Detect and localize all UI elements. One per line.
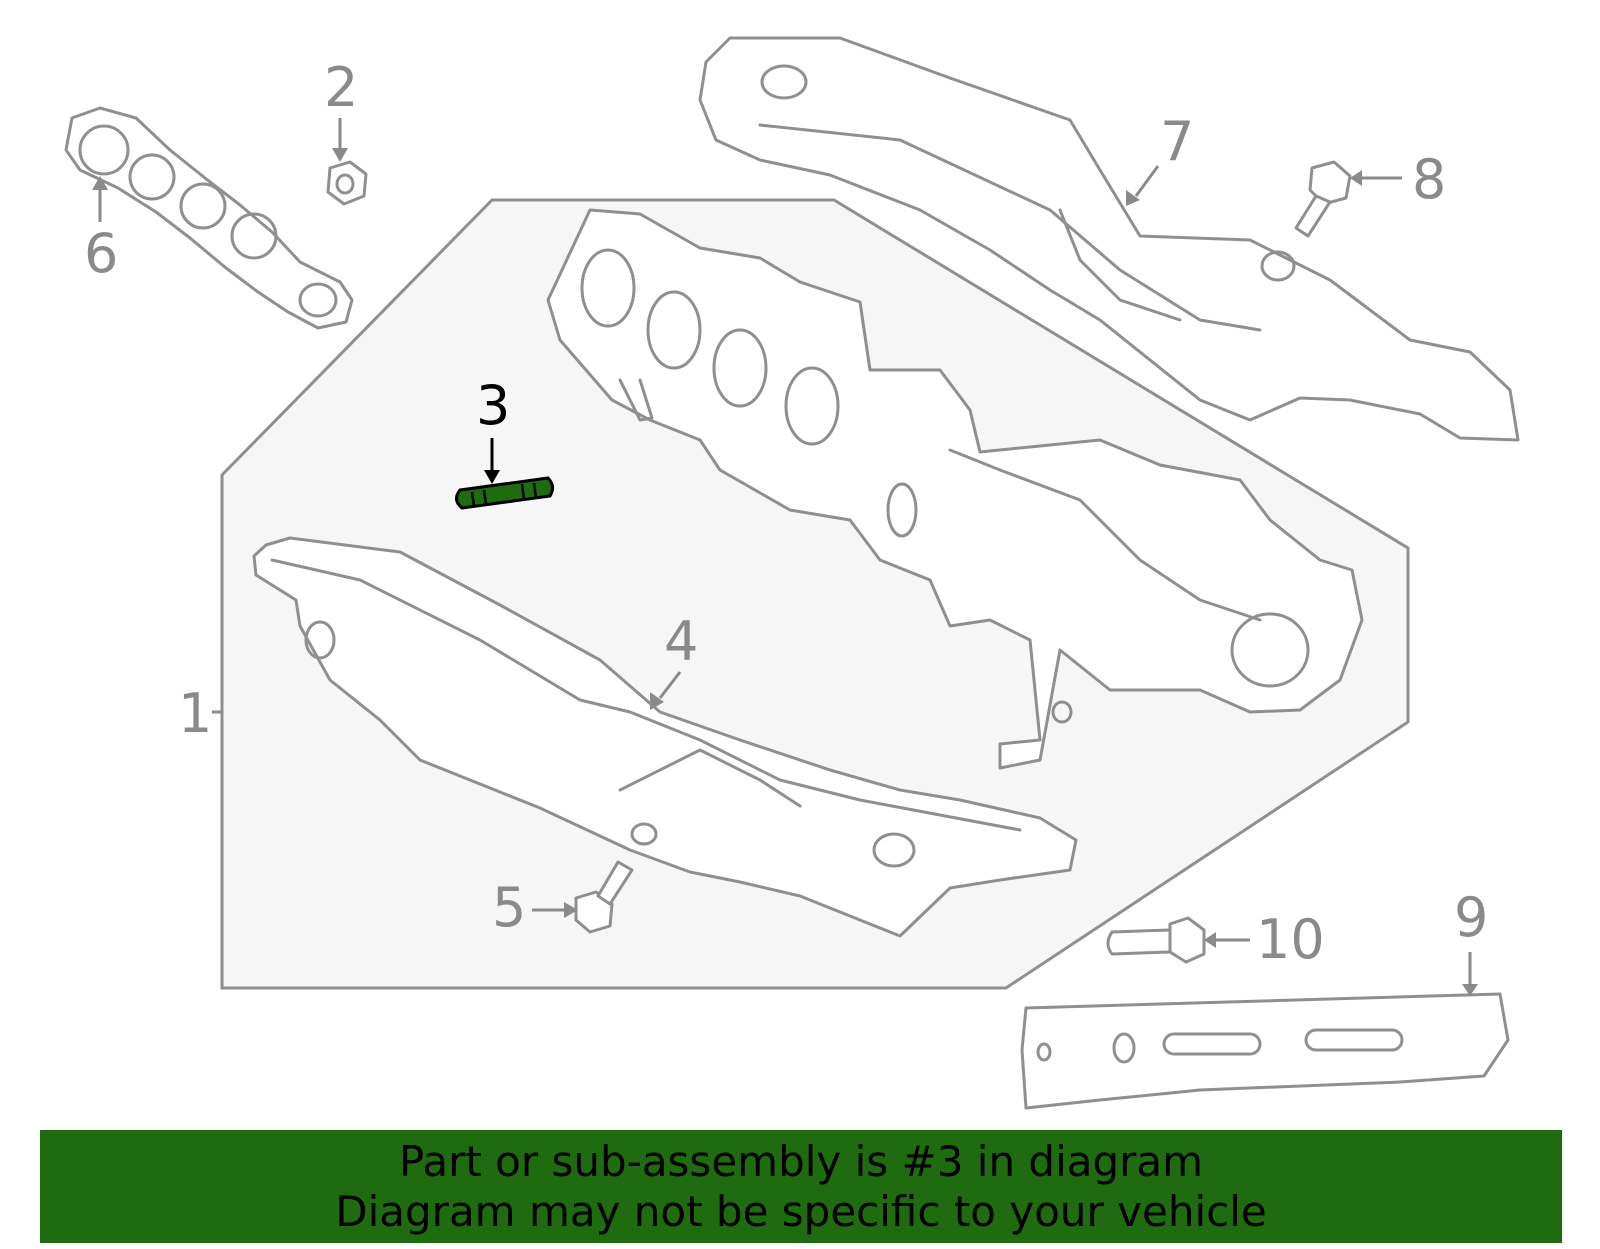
callout-10: 10	[1256, 908, 1325, 971]
part-10-bolt	[1106, 916, 1206, 964]
part-6-gasket	[64, 106, 354, 330]
callout-6: 6	[84, 222, 118, 285]
part-8-bolt	[1294, 160, 1352, 238]
banner-line-2: Diagram may not be specific to your vehi…	[335, 1186, 1267, 1236]
callout-9: 9	[1454, 886, 1488, 949]
callout-5: 5	[492, 876, 526, 939]
callout-1: 1	[178, 682, 212, 745]
leader-arrows	[92, 118, 1478, 996]
info-banner: Part or sub-assembly is #3 in diagram Di…	[40, 1130, 1562, 1243]
part-7-heat-insulator	[698, 36, 1520, 442]
callout-4: 4	[664, 610, 698, 673]
callout-8: 8	[1412, 148, 1446, 211]
part-5-bolt	[574, 860, 634, 934]
parts-diagram: 1 2 3 4 5 6 7 8 9 10	[64, 36, 1520, 1110]
callout-3: 3	[476, 374, 510, 437]
exhaust-manifold	[546, 208, 1364, 770]
part-9-bracket	[1020, 992, 1510, 1110]
part-4-heat-insulator	[252, 536, 1078, 938]
part-3-stud	[455, 476, 555, 510]
part-2-nut	[326, 160, 368, 206]
callout-7: 7	[1160, 110, 1194, 173]
banner-line-1: Part or sub-assembly is #3 in diagram	[398, 1136, 1204, 1186]
callout-2: 2	[324, 56, 358, 119]
